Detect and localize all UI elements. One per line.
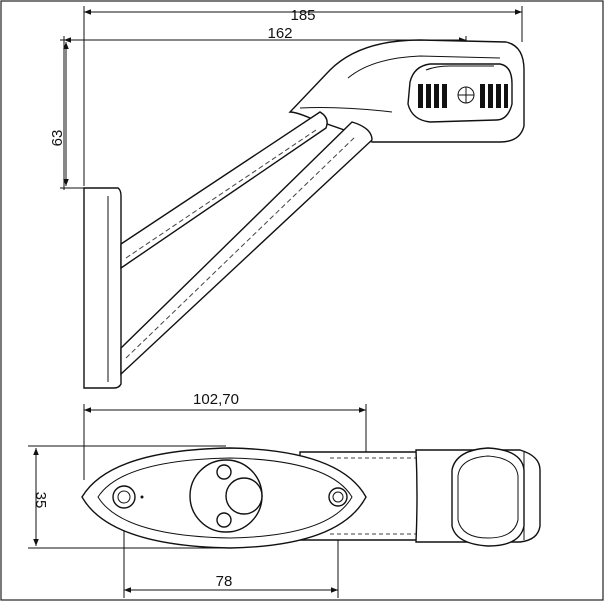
- base-plate: [83, 187, 122, 389]
- dim-label-overall-length: 185: [290, 7, 315, 24]
- dim-label-base-width: 35: [32, 492, 49, 509]
- boss-hole-bottom: [216, 512, 232, 528]
- top-view: 102,70 35 78: [28, 391, 541, 598]
- side-view: 185 162 63: [49, 6, 525, 389]
- dim-label-arm-length: 162: [267, 25, 292, 42]
- arm-upper: [120, 111, 328, 270]
- mount-hole-right: [328, 487, 348, 507]
- lens-ribs: [418, 84, 508, 108]
- boss-hole-top: [216, 464, 232, 480]
- dim-label-height: 63: [49, 130, 66, 147]
- dim-label-base-length: 102,70: [193, 391, 239, 408]
- lens-top: [451, 447, 525, 547]
- mount-hole-left: [112, 485, 136, 509]
- dim-label-hole-spacing: 78: [216, 573, 233, 590]
- arm-lower: [120, 121, 373, 376]
- cable-outlet: [225, 477, 263, 515]
